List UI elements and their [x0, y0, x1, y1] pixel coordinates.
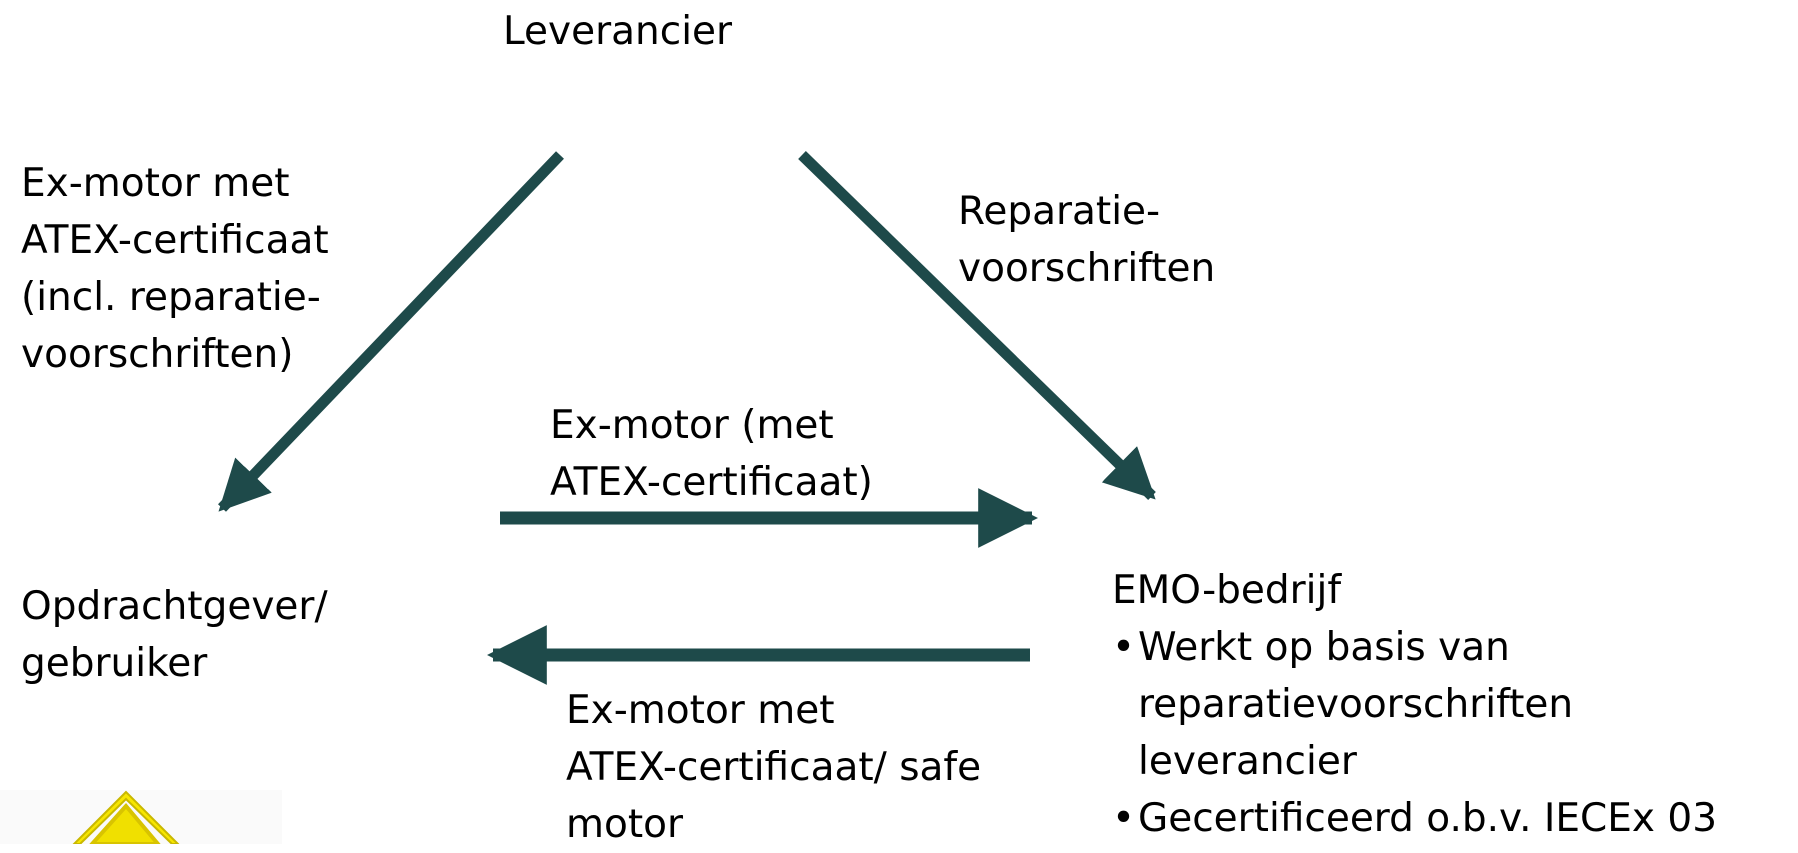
edge-label-line: ATEX-certificaat): [550, 460, 873, 505]
arrow-leverancier-to-opdrachtgever: [218, 151, 564, 512]
node-leverancier-label: Leverancier: [503, 9, 733, 54]
edge-label-leverancier-to-emo: Reparatie- voorschriften: [958, 183, 1215, 297]
edge-label-leverancier-to-opdrachtgever: Ex-motor met ATEX-certificaat (incl. rep…: [21, 155, 329, 383]
edge-label-line: Ex-motor (met: [550, 403, 834, 448]
bullet-dot: •: [1112, 796, 1136, 841]
edge-label-line: Ex-motor met: [21, 161, 290, 206]
node-leverancier: Leverancier: [503, 3, 732, 60]
node-opdrachtgever-line-2: gebruiker: [21, 641, 208, 686]
arrow-leverancier-to-emo: [798, 151, 1156, 500]
edge-label-emo-to-opdrachtgever: Ex-motor met ATEX-certificaat/ safe moto…: [566, 682, 981, 853]
node-opdrachtgever: Opdrachtgever/ gebruiker: [21, 578, 328, 692]
edge-label-line: voorschriften): [21, 332, 294, 377]
emo-bullet-1-line-3: leverancier: [1138, 739, 1357, 784]
edge-label-line: voorschriften: [958, 246, 1216, 291]
emo-bullet-1-line-2: reparatievoorschriften: [1138, 682, 1574, 727]
node-opdrachtgever-line-1: Opdrachtgever/: [21, 584, 328, 629]
emo-bullet-1-line-1: •Werkt op basis van: [1112, 619, 1717, 676]
edge-label-line: (incl. reparatie-: [21, 275, 321, 320]
edge-label-line: ATEX-certificaat: [21, 218, 329, 263]
warning-sign-icon: [0, 790, 282, 844]
node-emo-title: EMO-bedrijf: [1112, 568, 1342, 613]
bullet-dot: •: [1112, 625, 1136, 670]
emo-bullet-2-line-1: •Gecertificeerd o.b.v. IECEx 03: [1112, 790, 1717, 847]
edge-label-opdrachtgever-to-emo: Ex-motor (met ATEX-certificaat): [550, 397, 873, 511]
edge-label-line: ATEX-certificaat/ safe: [566, 745, 982, 790]
edge-label-line: Reparatie-: [958, 189, 1161, 234]
edge-label-line: Ex-motor met: [566, 688, 835, 733]
edge-label-line: motor: [566, 802, 684, 847]
node-emo: EMO-bedrijf •Werkt op basis van reparati…: [1112, 562, 1717, 847]
